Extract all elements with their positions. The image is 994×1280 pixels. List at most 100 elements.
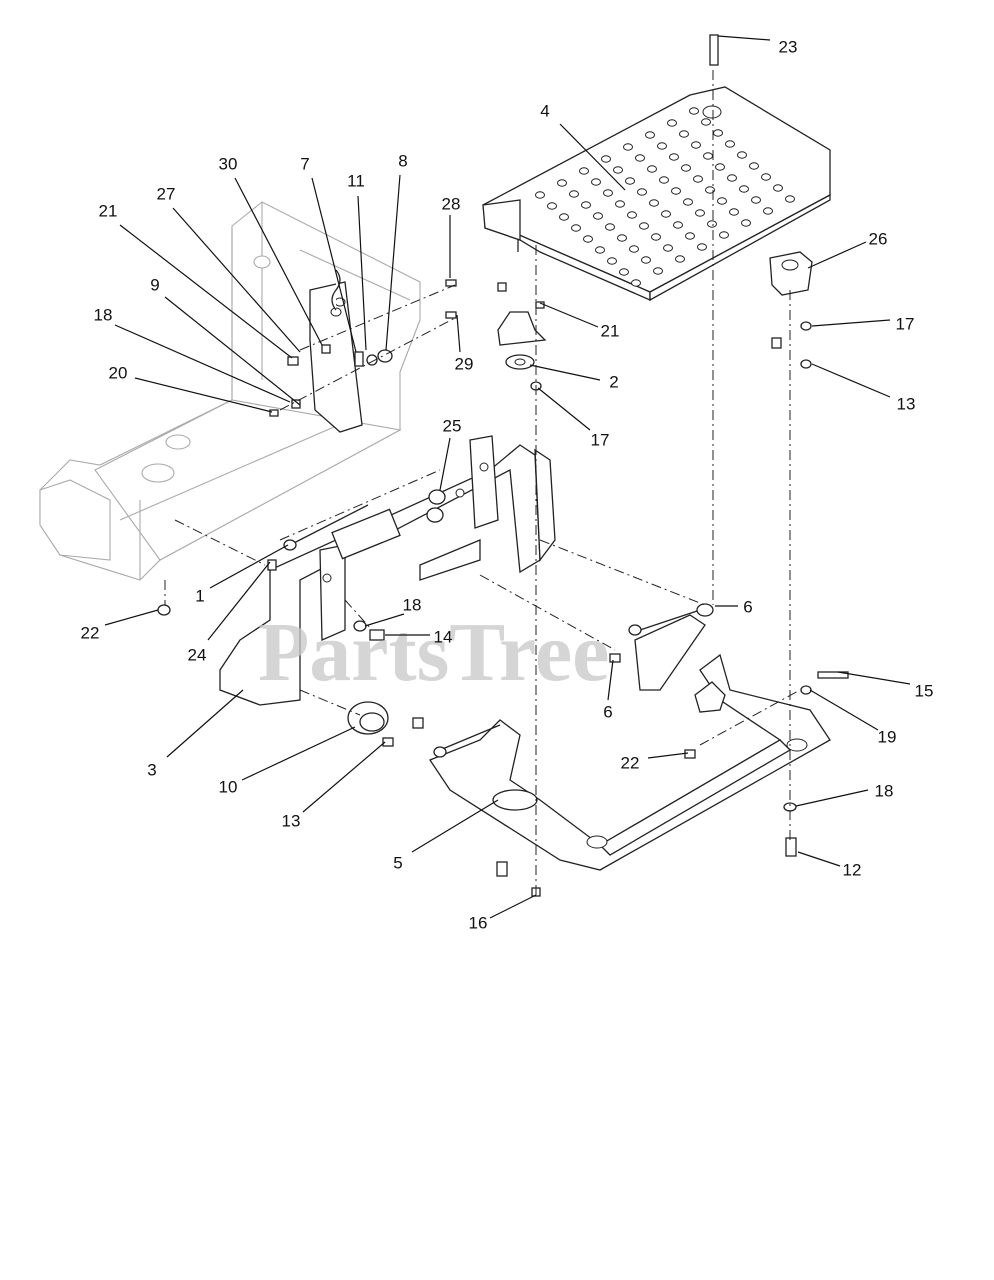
bumper-10	[347, 701, 389, 735]
seat-hole	[717, 197, 727, 205]
seat-hole	[671, 187, 681, 195]
seat-hole	[669, 153, 679, 161]
bottom-frame-5	[429, 603, 831, 871]
callout-30: 30	[219, 154, 238, 173]
callout-20: 20	[109, 363, 128, 382]
callout-19: 19	[878, 727, 897, 746]
hardware	[157, 34, 849, 897]
leader-line	[717, 35, 771, 41]
seat-hole	[631, 279, 641, 287]
seat-hole	[641, 256, 651, 264]
callout-2: 2	[609, 372, 618, 391]
seat-hole	[675, 255, 685, 263]
seat-hole	[595, 246, 605, 254]
leader-line	[114, 324, 291, 403]
seat-hole	[651, 233, 661, 241]
callout-13: 13	[282, 811, 301, 830]
seat-hole	[625, 177, 635, 185]
callout-22: 22	[81, 623, 100, 642]
callout-21: 21	[99, 201, 118, 220]
seat-hole	[619, 268, 629, 276]
watermark-text: PartsTree	[258, 606, 609, 699]
leader-line	[439, 437, 451, 491]
seat-hole	[761, 173, 771, 181]
leader-line	[234, 177, 323, 346]
callout-16: 16	[469, 913, 488, 932]
callout-18: 18	[403, 595, 422, 614]
seat-hole	[689, 107, 699, 115]
callout-22: 22	[621, 753, 640, 772]
seat-hole	[535, 191, 545, 199]
leader-line	[529, 364, 601, 381]
callout-5: 5	[393, 853, 402, 872]
leader-line	[837, 671, 911, 685]
seat-hole	[741, 219, 751, 227]
seat-hole	[773, 184, 783, 192]
callout-24: 24	[188, 645, 207, 664]
seat-hole	[579, 167, 589, 175]
seat-hole	[639, 222, 649, 230]
leader-line	[385, 174, 401, 351]
seat-hole	[785, 195, 795, 203]
leader-line	[811, 319, 891, 327]
leader-line	[539, 302, 599, 328]
rubber-mount	[497, 311, 547, 370]
seat-hole	[713, 129, 723, 137]
callout-10: 10	[219, 777, 238, 796]
leader-line	[104, 609, 159, 626]
leader-line	[489, 894, 537, 919]
leader-line	[797, 851, 841, 867]
leader-line	[134, 377, 273, 413]
leader-line	[537, 387, 591, 431]
seat-hole	[601, 155, 611, 163]
leader-line	[209, 544, 289, 589]
seat-hole	[635, 154, 645, 162]
callout-18: 18	[94, 305, 113, 324]
leader-line	[647, 752, 689, 759]
callout-6: 6	[743, 597, 752, 616]
callout-3: 3	[147, 760, 156, 779]
seat-hole	[703, 152, 713, 160]
seat-hole	[581, 201, 591, 209]
seat-hole	[729, 208, 739, 216]
seat-plate-4	[482, 86, 831, 302]
seat-hole	[569, 190, 579, 198]
callout-9: 9	[150, 275, 159, 294]
seat-hole	[695, 209, 705, 217]
callout-14: 14	[434, 627, 453, 646]
seat-hole	[683, 198, 693, 206]
seat-hole	[645, 131, 655, 139]
callout-28: 28	[442, 194, 461, 213]
seat-hole	[673, 221, 683, 229]
callout-1: 1	[195, 586, 204, 605]
callout-13: 13	[897, 394, 916, 413]
callout-29: 29	[455, 354, 474, 373]
seat-hole	[613, 166, 623, 174]
seat-hole	[719, 231, 729, 239]
leader-line	[207, 561, 271, 641]
seat-hole	[661, 210, 671, 218]
seat-hole	[591, 178, 601, 186]
seat-hole	[607, 257, 617, 265]
mounting-bracket-3	[219, 435, 556, 706]
leader-line	[302, 741, 386, 813]
seat-hole	[559, 213, 569, 221]
callout-15: 15	[915, 681, 934, 700]
seat-hole	[701, 118, 711, 126]
seat-hole	[685, 232, 695, 240]
seat-hole	[751, 196, 761, 204]
seat-hole	[617, 234, 627, 242]
leader-lines	[104, 35, 911, 919]
leader-line	[607, 659, 614, 701]
seat-hole	[693, 175, 703, 183]
seat-hole	[705, 186, 715, 194]
seat-hole	[615, 200, 625, 208]
seat-hole	[605, 223, 615, 231]
rail-pin-1	[283, 504, 369, 551]
callout-18: 18	[875, 781, 894, 800]
callout-23: 23	[779, 37, 798, 56]
leader-line	[807, 241, 867, 269]
seat-hole	[637, 188, 647, 196]
